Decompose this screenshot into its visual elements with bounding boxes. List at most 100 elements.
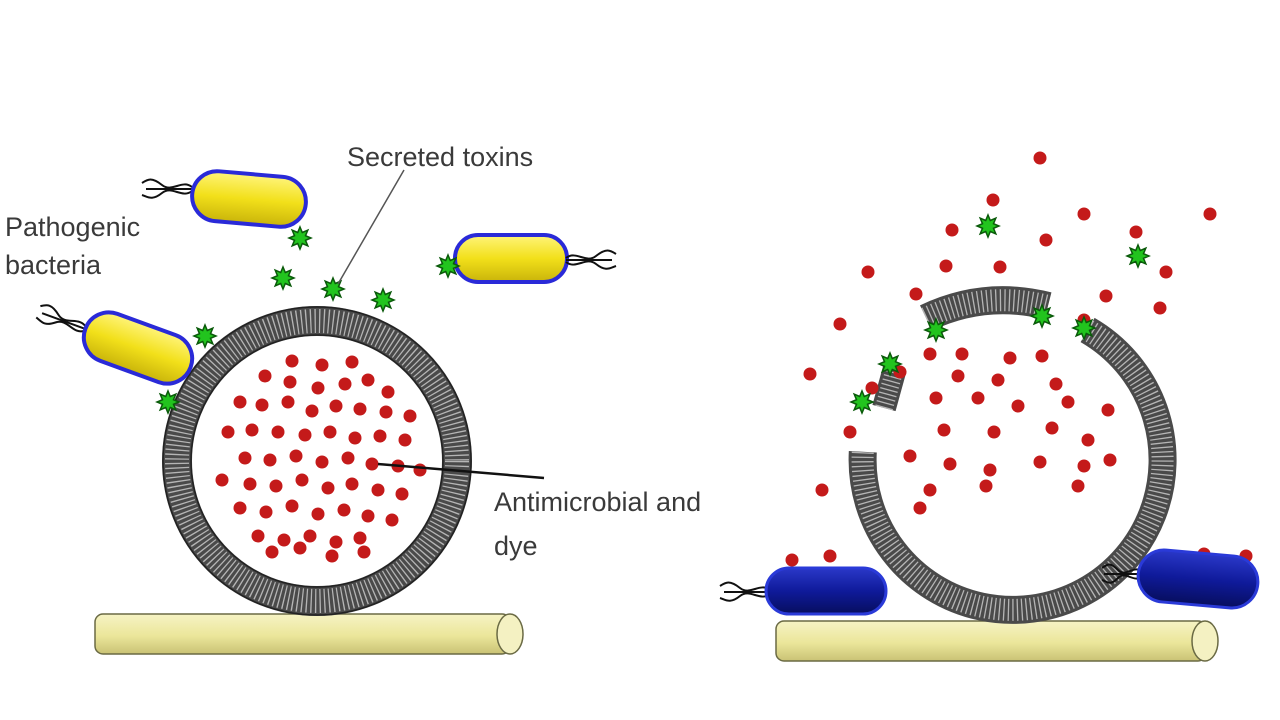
cargo-dot bbox=[255, 398, 269, 412]
flagella-icon bbox=[719, 581, 771, 602]
cargo-dot bbox=[1049, 377, 1063, 391]
cargo-dot bbox=[345, 477, 359, 491]
cargo-dot bbox=[379, 405, 393, 419]
cargo-dot bbox=[1077, 459, 1091, 473]
cargo-dot bbox=[929, 391, 943, 405]
cargo-dot bbox=[251, 529, 265, 543]
cargo-dot bbox=[1099, 289, 1113, 303]
toxin-icon bbox=[287, 225, 313, 251]
cargo-dot bbox=[861, 265, 875, 279]
toxin-icon bbox=[435, 253, 461, 279]
bound-bacterium-right bbox=[1101, 548, 1260, 610]
secreted-toxins-left bbox=[155, 225, 461, 415]
antimicrobial-dye-label-line1: Antimicrobial and bbox=[494, 487, 701, 517]
toxin-icon bbox=[155, 389, 181, 415]
cargo-dot bbox=[991, 373, 1005, 387]
cargo-dot bbox=[348, 431, 362, 445]
cargo-dot bbox=[305, 404, 319, 418]
secreted-toxins-leader-line bbox=[337, 169, 405, 285]
cargo-dot bbox=[993, 260, 1007, 274]
left-panel-intact-vesicle: Secreted toxins Pathogenic bacteria Anti… bbox=[5, 142, 701, 655]
cargo-dot bbox=[1033, 151, 1047, 165]
toxin-icon bbox=[1029, 303, 1055, 329]
cargo-dot bbox=[281, 395, 295, 409]
cargo-dot bbox=[289, 449, 303, 463]
cargo-dot bbox=[345, 355, 359, 369]
flagella-icon bbox=[565, 249, 617, 270]
membrane-fragment-top bbox=[920, 286, 1052, 331]
cargo-dot bbox=[971, 391, 985, 405]
membrane-fragment-side bbox=[872, 364, 907, 412]
cargo-dot bbox=[823, 549, 837, 563]
cargo-dot bbox=[385, 513, 399, 527]
cargo-dot bbox=[337, 503, 351, 517]
inserted-toxins-right bbox=[849, 213, 1151, 415]
cargo-dot bbox=[258, 369, 272, 383]
cargo-dot bbox=[285, 354, 299, 368]
pathogenic-bacteria-label-line2: bacteria bbox=[5, 250, 102, 280]
toxin-icon bbox=[849, 389, 875, 415]
cargo-dot bbox=[381, 385, 395, 399]
cargo-dot bbox=[923, 347, 937, 361]
cargo-dot bbox=[263, 453, 277, 467]
cargo-dot bbox=[1081, 433, 1095, 447]
cargo-dot bbox=[903, 449, 917, 463]
cargo-dot bbox=[983, 463, 997, 477]
toxin-icon bbox=[1071, 315, 1097, 341]
cargo-dot bbox=[1153, 301, 1167, 315]
cargo-dot bbox=[338, 377, 352, 391]
cargo-dot bbox=[353, 531, 367, 545]
cargo-dot bbox=[1033, 455, 1047, 469]
cargo-dot bbox=[1061, 395, 1075, 409]
toxin-icon bbox=[320, 276, 346, 302]
cargo-dot bbox=[945, 223, 959, 237]
cargo-dot bbox=[815, 483, 829, 497]
cargo-dot bbox=[323, 425, 337, 439]
cargo-dot bbox=[951, 369, 965, 383]
cargo-dot bbox=[357, 545, 371, 559]
flagella-icon bbox=[1101, 563, 1143, 584]
cargo-dot bbox=[1203, 207, 1217, 221]
cargo-dot bbox=[1003, 351, 1017, 365]
secreted-toxins-label: Secreted toxins bbox=[347, 142, 533, 172]
cargo-dot bbox=[321, 481, 335, 495]
pathogenic-bacterium-right bbox=[453, 233, 617, 284]
cargo-dot bbox=[283, 375, 297, 389]
cargo-dot bbox=[303, 529, 317, 543]
substrate-rod-right bbox=[775, 620, 1219, 662]
flagella-icon bbox=[35, 304, 87, 333]
cargo-dot bbox=[979, 479, 993, 493]
ruptured-membrane-arc bbox=[848, 317, 1177, 624]
cargo-dot bbox=[398, 433, 412, 447]
cargo-dot bbox=[785, 553, 799, 567]
cargo-dot bbox=[311, 507, 325, 521]
antimicrobial-leader-line bbox=[377, 462, 545, 480]
cargo-dot bbox=[937, 423, 951, 437]
cargo-dot bbox=[1129, 225, 1143, 239]
cargo-dot bbox=[1159, 265, 1173, 279]
cargo-dot bbox=[1011, 399, 1025, 413]
cargo-dot bbox=[987, 425, 1001, 439]
cargo-dot bbox=[238, 451, 252, 465]
antimicrobial-dye-cargo-left bbox=[215, 354, 427, 563]
cargo-dot bbox=[298, 428, 312, 442]
cargo-dot bbox=[413, 463, 427, 477]
cargo-dot bbox=[913, 501, 927, 515]
cargo-dot bbox=[295, 473, 309, 487]
toxin-icon bbox=[370, 287, 396, 313]
flagella-icon bbox=[141, 178, 193, 199]
cargo-dot bbox=[215, 473, 229, 487]
pathogenic-bacterium-top bbox=[141, 169, 308, 229]
cargo-dot bbox=[277, 533, 291, 547]
cargo-dot bbox=[285, 499, 299, 513]
cargo-dot bbox=[955, 347, 969, 361]
cargo-dot bbox=[353, 402, 367, 416]
cargo-dot bbox=[1103, 453, 1117, 467]
cargo-dot bbox=[843, 425, 857, 439]
cargo-dot bbox=[371, 483, 385, 497]
cargo-dot bbox=[373, 429, 387, 443]
cargo-dot bbox=[395, 487, 409, 501]
cargo-dot bbox=[269, 479, 283, 493]
toxin-icon bbox=[877, 351, 903, 377]
